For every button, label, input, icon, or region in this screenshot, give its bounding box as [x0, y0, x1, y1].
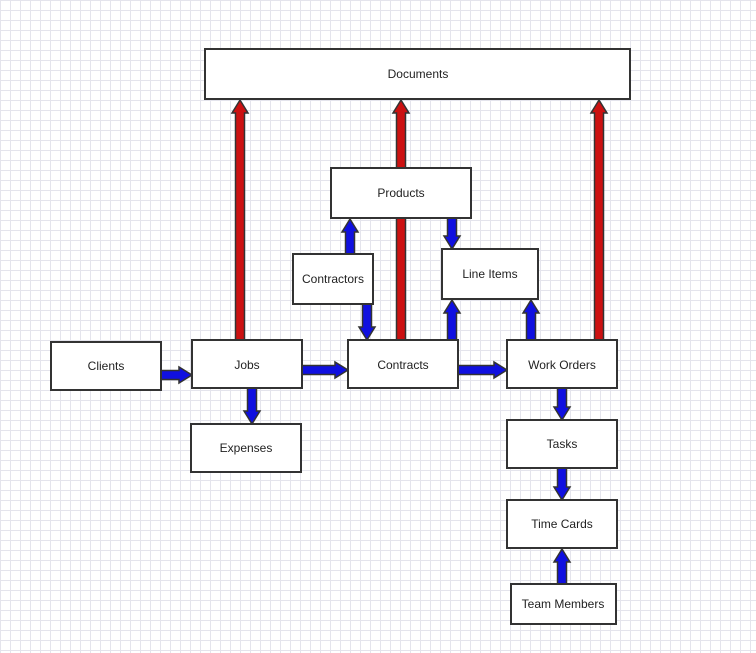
node-contractors-label: Contractors	[302, 272, 364, 286]
node-contractors[interactable]: Contractors	[292, 253, 374, 305]
arrow-tasks-to-time-cards	[552, 467, 572, 502]
arrow-team-members-to-time-cards	[552, 547, 572, 585]
entity-boxes: Documents Products Contractors Line Item…	[50, 48, 631, 625]
arrow-jobs-to-documents	[230, 98, 250, 341]
node-time-cards[interactable]: Time Cards	[506, 499, 618, 549]
arrow-work-orders-to-documents	[589, 98, 609, 341]
arrow-contracts-to-documents	[391, 98, 411, 341]
arrow-contracts-to-work-orders	[457, 360, 509, 380]
arrow-clients-to-jobs	[160, 365, 194, 385]
node-clients-label: Clients	[88, 359, 125, 373]
node-jobs-label: Jobs	[234, 358, 259, 372]
node-products[interactable]: Products	[330, 167, 472, 219]
arrow-work-orders-to-line-items	[521, 298, 541, 341]
node-contracts[interactable]: Contracts	[347, 339, 459, 389]
arrow-contractors-to-products	[340, 217, 360, 255]
node-time-cards-label: Time Cards	[531, 517, 593, 531]
node-line-items-label: Line Items	[462, 267, 517, 281]
node-documents-label: Documents	[388, 67, 449, 81]
arrow-jobs-to-contracts	[301, 360, 350, 380]
node-jobs[interactable]: Jobs	[191, 339, 303, 389]
node-expenses[interactable]: Expenses	[190, 423, 302, 473]
arrow-contractors-to-contracts	[357, 303, 377, 342]
node-work-orders-label: Work Orders	[528, 358, 596, 372]
node-tasks[interactable]: Tasks	[506, 419, 618, 469]
arrow-work-orders-to-tasks	[552, 387, 572, 422]
connectors	[160, 98, 609, 585]
node-documents[interactable]: Documents	[204, 48, 631, 100]
arrow-contracts-to-line-items	[442, 298, 462, 341]
node-contracts-label: Contracts	[377, 358, 428, 372]
node-tasks-label: Tasks	[547, 437, 578, 451]
node-expenses-label: Expenses	[220, 441, 273, 455]
arrow-products-to-line-items	[442, 217, 462, 251]
node-team-members[interactable]: Team Members	[510, 583, 617, 625]
arrow-jobs-to-expenses	[242, 387, 262, 426]
node-clients[interactable]: Clients	[50, 341, 162, 391]
node-team-members-label: Team Members	[522, 597, 605, 611]
node-line-items[interactable]: Line Items	[441, 248, 539, 300]
node-products-label: Products	[377, 186, 424, 200]
node-work-orders[interactable]: Work Orders	[506, 339, 618, 389]
